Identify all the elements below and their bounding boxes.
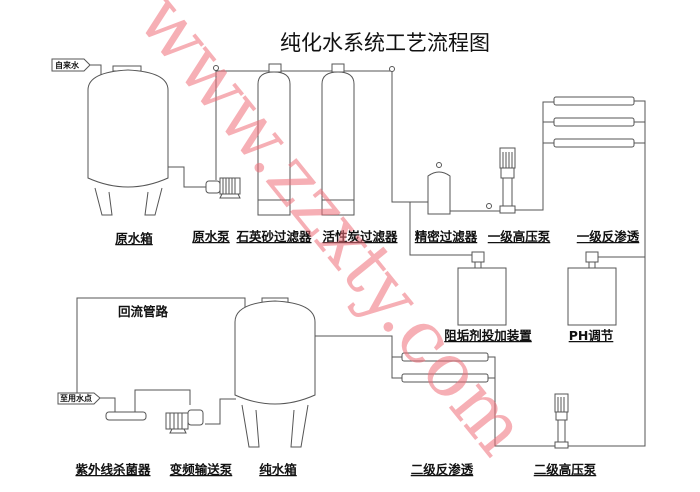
to-use-point-tag: 至用水点: [57, 392, 101, 405]
labels: 原水箱 原水泵 石英砂过滤器 活性炭过滤器 精密过滤器 一级高压泵 一级反渗透 …: [75, 229, 639, 477]
label-raw-pump: 原水泵: [192, 229, 230, 244]
label-vfd-pump: 变频输送泵: [170, 462, 233, 477]
raw-water-pump: [205, 177, 241, 199]
label-return-loop: 回流管路: [118, 304, 169, 319]
label-ro-1: 一级反渗透: [577, 229, 640, 244]
vfd-transfer-pump: [165, 409, 204, 434]
label-raw-tank: 原水箱: [115, 231, 153, 246]
diagram-title: 纯化水系统工艺流程图: [280, 31, 490, 55]
label-ph: PH调节: [569, 328, 614, 343]
high-pressure-pump-1: [499, 147, 516, 214]
tap-water-label: 自来水: [55, 60, 80, 70]
ph-adjust-unit: [567, 251, 617, 326]
label-antiscalant: 阻垢剂投加装置: [444, 328, 532, 343]
label-sand-filter: 石英砂过滤器: [235, 229, 312, 244]
label-ro-2: 二级反渗透: [411, 462, 474, 477]
sand-filter: [257, 63, 291, 216]
uv-sterilizer: [105, 411, 147, 421]
high-pressure-pump-2: [554, 393, 569, 449]
to-use-point-label: 至用水点: [60, 393, 92, 403]
label-precision-filter: 精密过滤器: [415, 229, 478, 244]
ro-2-membranes: [401, 352, 489, 383]
raw-water-tank: [87, 65, 169, 216]
pure-water-tank: [234, 297, 316, 448]
label-pure-tank: 纯水箱: [259, 462, 297, 477]
tap-water-tag: 自来水: [51, 58, 91, 72]
label-carbon-filter: 活性炭过滤器: [322, 229, 398, 244]
pipes: [76, 64, 646, 447]
precision-filter: [427, 162, 451, 215]
carbon-filter: [321, 63, 355, 216]
label-uv: 紫外线杀菌器: [75, 462, 151, 477]
antiscalant-dosing-unit: [457, 251, 507, 326]
label-hp-pump-1: 一级高压泵: [488, 229, 551, 244]
ro-1-membranes: [553, 96, 635, 148]
label-hp-pump-2: 二级高压泵: [534, 462, 597, 477]
